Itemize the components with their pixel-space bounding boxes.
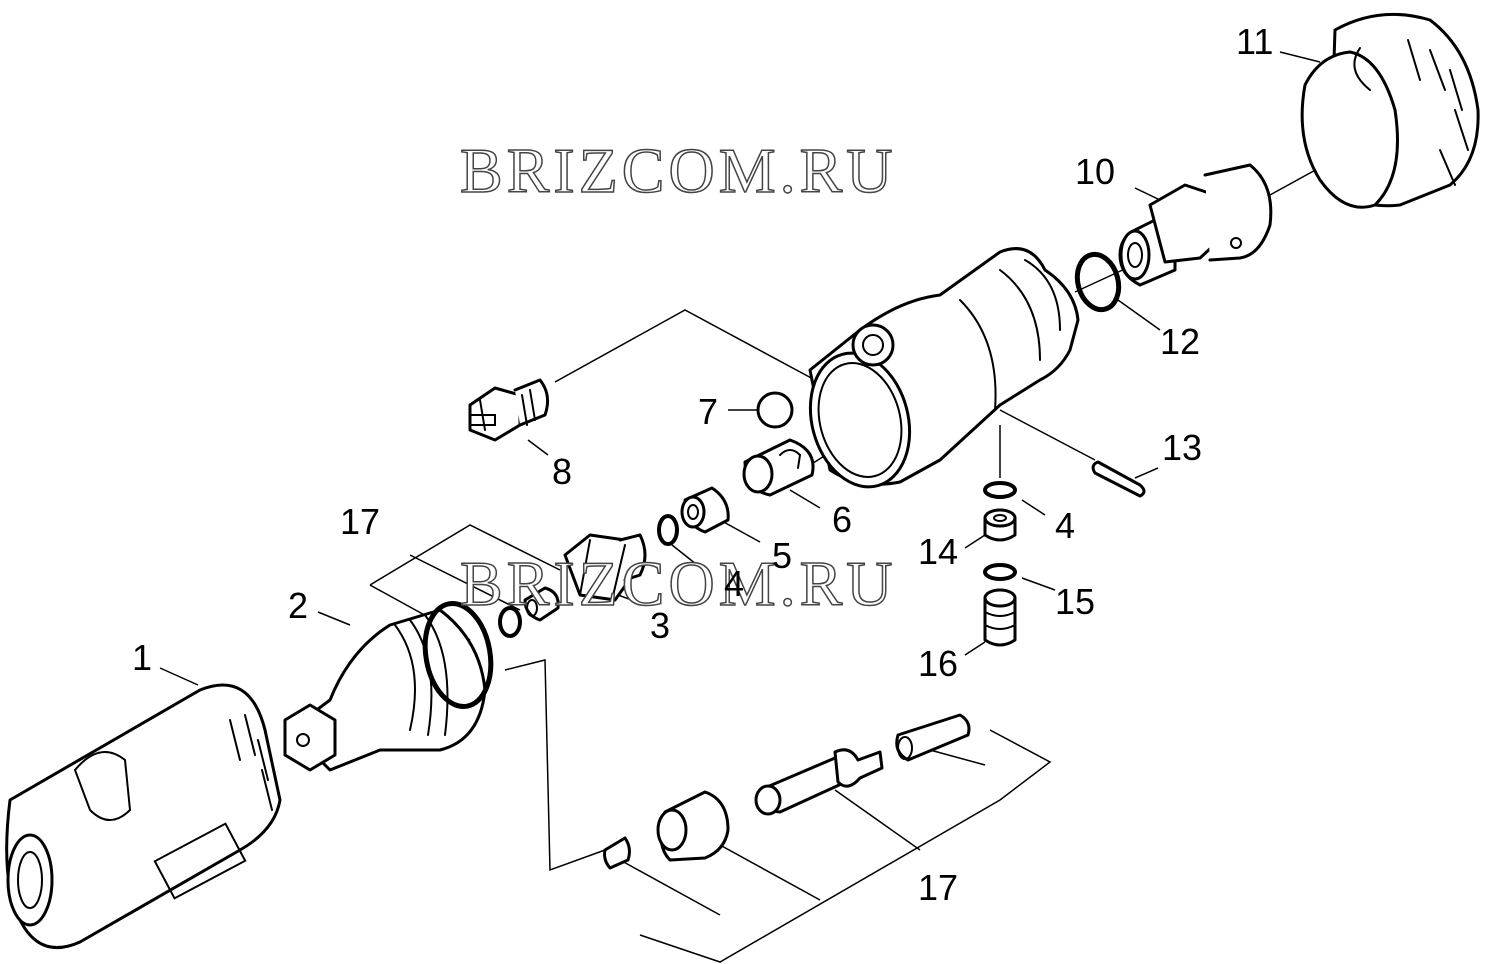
callout-13: 13 — [1162, 427, 1202, 468]
callout-15: 15 — [1055, 581, 1095, 622]
part-oring-12 — [1074, 251, 1122, 313]
part-oring-large-front — [422, 600, 494, 710]
watermark-middle: BRIZCOM.RU — [460, 548, 897, 619]
part-hex-nut — [563, 533, 647, 602]
callout-6: 6 — [832, 499, 852, 540]
part-kit-pieces — [603, 713, 971, 870]
callout-17-top: 17 — [340, 501, 380, 542]
callout-8: 8 — [552, 451, 572, 492]
callout-11: 11 — [1236, 21, 1273, 62]
part-oring-4-right — [983, 481, 1017, 499]
callout-17-bottom: 17 — [918, 867, 958, 908]
part-threaded-connector — [1118, 163, 1273, 287]
part-pump-housing — [808, 247, 1080, 489]
callout-2: 2 — [288, 585, 308, 626]
callout-10: 10 — [1075, 151, 1115, 192]
watermark-top: BRIZCOM.RU — [460, 135, 897, 206]
part-spacer — [983, 508, 1017, 542]
part-pin — [1091, 460, 1146, 498]
part-cap-front — [1300, 12, 1480, 209]
part-small-insert — [523, 586, 560, 622]
part-cap-rear — [5, 683, 282, 950]
callout-16: 16 — [918, 643, 958, 684]
callout-1: 1 — [132, 637, 152, 678]
callout-7: 7 — [698, 391, 718, 432]
part-nozzle-insert — [468, 378, 550, 442]
part-oring-15 — [983, 563, 1017, 581]
callout-5: 5 — [772, 535, 792, 576]
callout-14: 14 — [918, 531, 958, 572]
callout-3: 3 — [650, 605, 670, 646]
part-valve-cage — [742, 438, 815, 497]
leader-lines — [159, 51, 1331, 963]
callout-4-right: 4 — [1055, 505, 1075, 546]
part-bushing — [680, 486, 730, 534]
part-oring-small-front — [498, 606, 522, 638]
part-nozzle-body — [283, 608, 487, 772]
part-valve-seat — [983, 588, 1017, 647]
callout-12: 12 — [1160, 321, 1200, 362]
part-oring-4-left — [657, 514, 679, 546]
callout-4-left: 4 — [724, 563, 744, 604]
part-ball — [756, 391, 794, 429]
